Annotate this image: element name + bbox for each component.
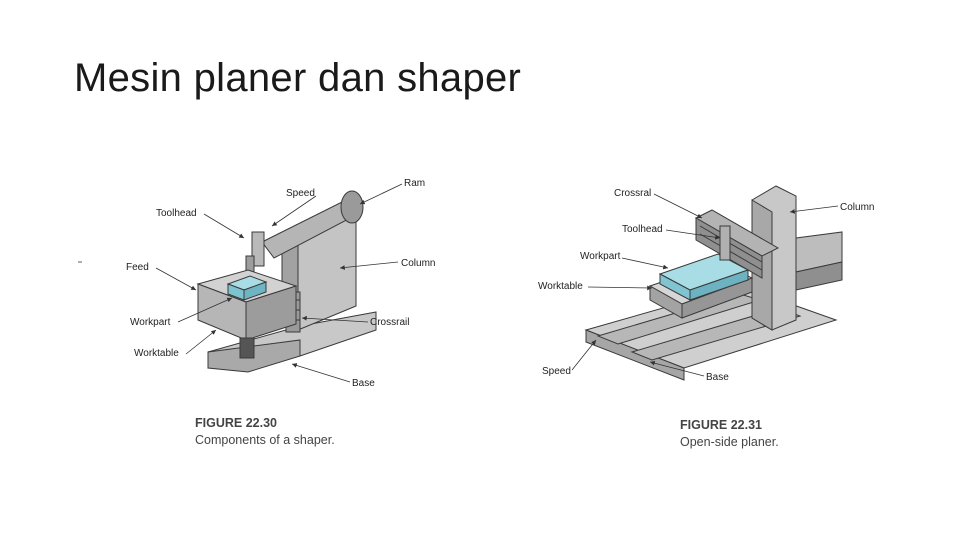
planer-label-crossrail: Crossral <box>614 188 651 199</box>
planer-label-workpart: Workpart <box>580 251 621 262</box>
planer-caption-text: Open-side planer. <box>680 435 779 449</box>
shaper-label-speed: Speed <box>286 188 315 199</box>
planer-label-worktable: Worktable <box>538 281 583 292</box>
shaper-caption-text: Components of a shaper. <box>195 433 335 447</box>
planer-label-base: Base <box>706 372 729 383</box>
slide-title: Mesin planer dan shaper <box>74 56 522 100</box>
planer-diagram: Crossral Column Toolhead Workpart Workta… <box>538 185 874 449</box>
shaper-label-toolhead: Toolhead <box>156 208 197 219</box>
planer-toolhead <box>719 225 731 261</box>
shaper-toolhead <box>251 231 265 267</box>
planer-label-toolhead: Toolhead <box>622 224 663 235</box>
planer-label-speed: Speed <box>542 366 571 377</box>
shaper-caption-number: FIGURE 22.30 <box>195 416 277 430</box>
shaper-label-worktable: Worktable <box>134 348 179 359</box>
planer-label-column: Column <box>840 202 874 213</box>
shaper-label-ram: Ram <box>404 178 425 189</box>
shaper-label-workpart: Workpart <box>130 317 171 328</box>
shaper-label-feed: Feed <box>126 262 149 273</box>
shaper-diagram: Speed Ram Toolhead Feed Column Workpart … <box>78 178 435 447</box>
shaper-label-column: Column <box>401 258 435 269</box>
shaper-label-crossrail: Crossrail <box>370 317 409 328</box>
shaper-label-base: Base <box>352 378 375 389</box>
planer-caption-number: FIGURE 22.31 <box>680 418 762 432</box>
